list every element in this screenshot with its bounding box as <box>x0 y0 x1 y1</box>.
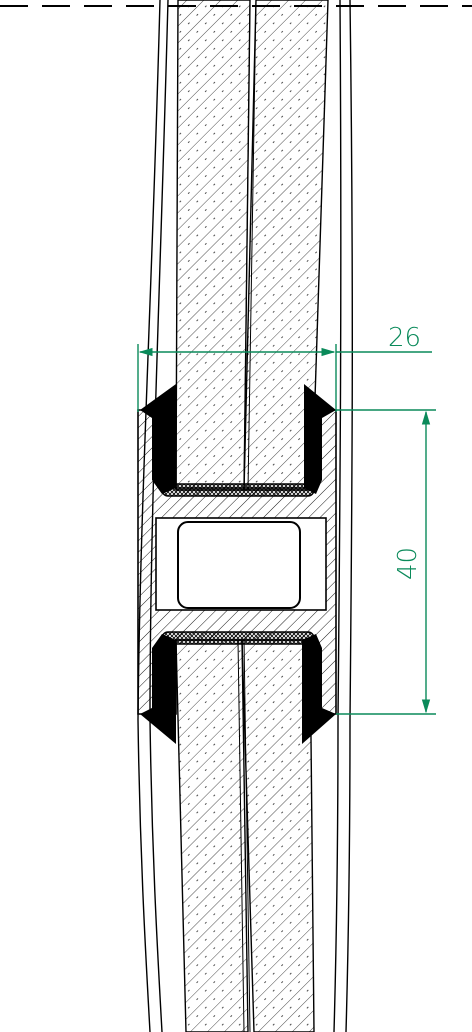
lower-rubber-seals <box>140 634 336 744</box>
lower-glass-pane <box>175 639 315 1032</box>
width-dimension <box>137 344 432 412</box>
height-dimension <box>336 409 436 715</box>
outer-frame-right <box>333 0 354 1032</box>
upper-glass-pane <box>175 0 329 491</box>
upper-rubber-seals <box>140 384 336 494</box>
height-dimension-label: 40 <box>393 547 423 580</box>
width-dimension-label: 26 <box>388 323 421 353</box>
